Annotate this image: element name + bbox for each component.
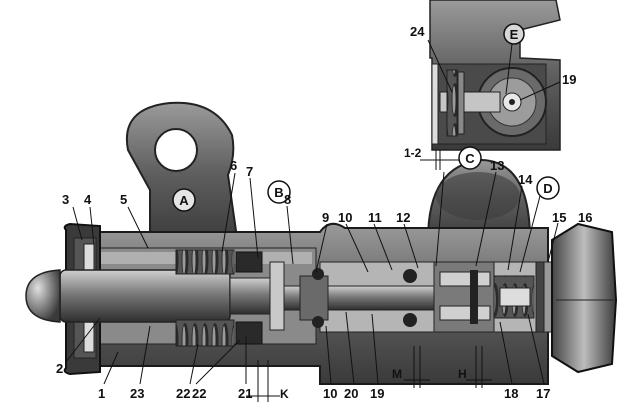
callout-19: 19 <box>370 386 384 401</box>
leader-lines <box>65 39 561 385</box>
dimension-h: H <box>458 367 467 381</box>
callout-13: 13 <box>490 158 504 173</box>
dimension-markers <box>246 150 492 402</box>
letter-callouts: A B C D E <box>172 23 560 212</box>
callout-18: 18 <box>504 386 518 401</box>
callout-24: 24 <box>410 24 425 39</box>
callout-1: 1 <box>98 386 105 401</box>
callout-22-a: 22 <box>176 386 190 401</box>
valve-assembly <box>433 261 553 333</box>
callout-d: D <box>543 181 552 196</box>
callout-22-b: 22 <box>192 386 206 401</box>
numbered-callouts: 3 4 5 6 7 8 9 10 11 12 13 14 15 16 2 1 2… <box>56 24 592 401</box>
push-rod <box>25 261 285 331</box>
callout-2: 2 <box>56 361 63 376</box>
callout-16: 16 <box>578 210 592 225</box>
callout-12: 12 <box>396 210 410 225</box>
callout-e: E <box>510 27 519 42</box>
callout-a: A <box>179 193 189 208</box>
callout-14: 14 <box>518 172 533 187</box>
callout-4: 4 <box>84 192 92 207</box>
callout-circle-d <box>536 176 560 200</box>
dimension-1-2: 1-2 <box>404 146 422 160</box>
callout-circle-c <box>458 146 482 170</box>
callout-8: 8 <box>284 192 291 207</box>
callout-6: 6 <box>230 158 237 173</box>
callout-b: B <box>274 185 283 200</box>
callout-3: 3 <box>62 192 69 207</box>
callout-9: 9 <box>322 210 329 225</box>
callout-circle-e <box>503 23 525 45</box>
callout-23: 23 <box>130 386 144 401</box>
callout-10-top: 10 <box>338 210 352 225</box>
callout-10-bottom: 10 <box>323 386 337 401</box>
hex-plug <box>551 222 618 374</box>
mounting-flange <box>125 101 240 246</box>
dimension-m: M <box>392 367 402 381</box>
callout-5: 5 <box>120 192 127 207</box>
dimension-k: K <box>280 387 289 401</box>
dimension-labels: 1-2 K M H <box>280 146 467 401</box>
callout-15: 15 <box>552 210 566 225</box>
piston-rod <box>283 268 435 328</box>
callout-19-inset: 19 <box>562 72 576 87</box>
callout-7: 7 <box>246 164 253 179</box>
callout-circle-b <box>267 180 291 204</box>
reservoir-boss <box>426 158 532 241</box>
callout-20: 20 <box>344 386 358 401</box>
callout-17: 17 <box>536 386 550 401</box>
callout-21: 21 <box>238 386 252 401</box>
return-springs <box>175 249 263 347</box>
inset-view <box>429 0 561 151</box>
callout-circle-a <box>172 188 196 212</box>
callout-c: C <box>465 151 475 166</box>
callout-11: 11 <box>368 210 382 225</box>
